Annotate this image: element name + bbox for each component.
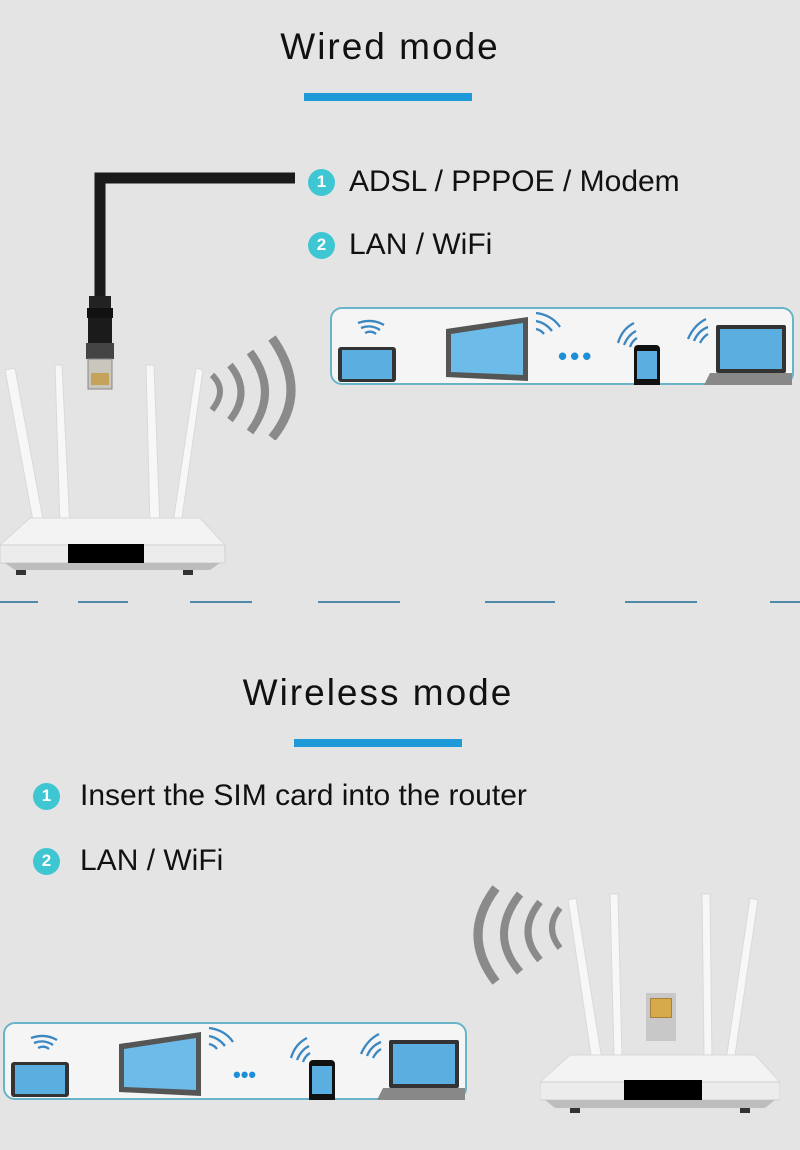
wired-mode-title: Wired mode: [280, 26, 500, 67]
connected-devices-icons: •••: [338, 311, 798, 389]
step-label: ADSL / PPPOE / Modem: [349, 165, 680, 198]
step-badge: 2: [33, 847, 60, 875]
wireless-mode-title: Wireless mode: [242, 672, 514, 713]
wireless-title-underline: [294, 739, 462, 747]
ethernet-cable-icon: [86, 172, 295, 390]
step-label: LAN / WiFi: [80, 844, 224, 877]
wifi-signal-icon: [473, 885, 563, 985]
wired-title-underline: [304, 93, 472, 101]
sim-card-icon: [646, 993, 676, 1041]
tablet-icon: [11, 1034, 69, 1097]
wireless-step-1: 1 Insert the SIM card into the router: [33, 779, 527, 813]
tablet-icon: [338, 319, 396, 382]
wired-devices-panel: •••: [330, 307, 798, 389]
more-devices-icon: •••: [233, 1062, 256, 1087]
smartphone-icon: [616, 321, 660, 389]
step-badge: 1: [308, 168, 335, 196]
step-label: LAN / WiFi: [349, 228, 493, 261]
router-icon: [540, 893, 780, 1113]
wireless-step-2: 2 LAN / WiFi: [33, 844, 223, 878]
tv-icon: [119, 1026, 234, 1096]
more-devices-icon: •••: [558, 341, 594, 371]
connected-devices-icons: •••: [11, 1026, 471, 1104]
wired-step-2: 2 LAN / WiFi: [308, 228, 492, 262]
step-badge: 1: [33, 782, 60, 810]
laptop-icon: [359, 1032, 471, 1100]
smartphone-icon: [289, 1036, 335, 1104]
tv-icon: [446, 311, 561, 381]
step-label: Insert the SIM card into the router: [80, 779, 527, 812]
step-badge: 2: [308, 231, 335, 259]
wifi-signal-icon: [209, 335, 296, 440]
wireless-devices-panel: •••: [3, 1022, 471, 1104]
laptop-icon: [686, 317, 798, 385]
router-icon: [0, 364, 227, 575]
wired-step-1: 1 ADSL / PPPOE / Modem: [308, 165, 680, 199]
